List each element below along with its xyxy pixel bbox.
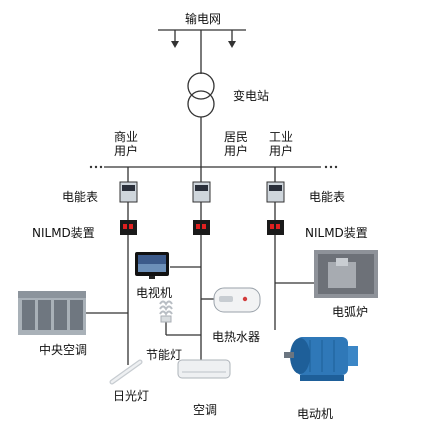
- water-heater-label: 电热水器: [212, 330, 261, 344]
- bus-dots: [89, 165, 338, 169]
- arc-furnace-label: 电弧炉: [332, 305, 369, 319]
- nilmd-device-commercial: [120, 220, 137, 235]
- water-heater-icon: [213, 287, 261, 313]
- user-residential-label: 居民 用户: [224, 130, 249, 158]
- transformer-icon: [187, 72, 215, 118]
- feeder-lines: [86, 235, 314, 365]
- fluorescent-lamp-icon: [109, 359, 143, 385]
- nilmd-device-industrial: [267, 220, 284, 235]
- nilmd-label-right: NILMD装置: [305, 226, 368, 240]
- grid-label: 输电网: [185, 12, 222, 26]
- nilmd-label-left: NILMD装置: [32, 226, 95, 240]
- meter-residential: [192, 181, 211, 203]
- energy-saving-lamp-label: 节能灯: [146, 348, 183, 362]
- grid-bus: [158, 29, 246, 74]
- tv-label: 电视机: [136, 286, 173, 300]
- nilmd-device-residential: [193, 220, 210, 235]
- central-ac-icon: [18, 291, 86, 335]
- energy-saving-lamp-icon: [159, 300, 173, 323]
- motor-icon: [284, 337, 358, 381]
- user-industrial-label: 工业 用户: [269, 130, 294, 158]
- tv-icon: [135, 252, 169, 279]
- air-conditioner-label: 空调: [193, 403, 218, 417]
- distribution-bus: [104, 166, 321, 182]
- meter-commercial: [119, 181, 138, 203]
- air-conditioner-icon: [177, 359, 231, 379]
- user-commercial-label: 商业 用户: [114, 130, 139, 158]
- motor-label: 电动机: [297, 407, 334, 421]
- arc-furnace-icon: [314, 250, 378, 298]
- central-ac-label: 中央空调: [39, 343, 88, 357]
- fluorescent-lamp-label: 日光灯: [113, 389, 150, 403]
- meter-industrial: [266, 181, 285, 203]
- substation-label: 变电站: [233, 89, 270, 103]
- meter-label-right: 电能表: [309, 190, 346, 204]
- meter-label-left: 电能表: [62, 190, 99, 204]
